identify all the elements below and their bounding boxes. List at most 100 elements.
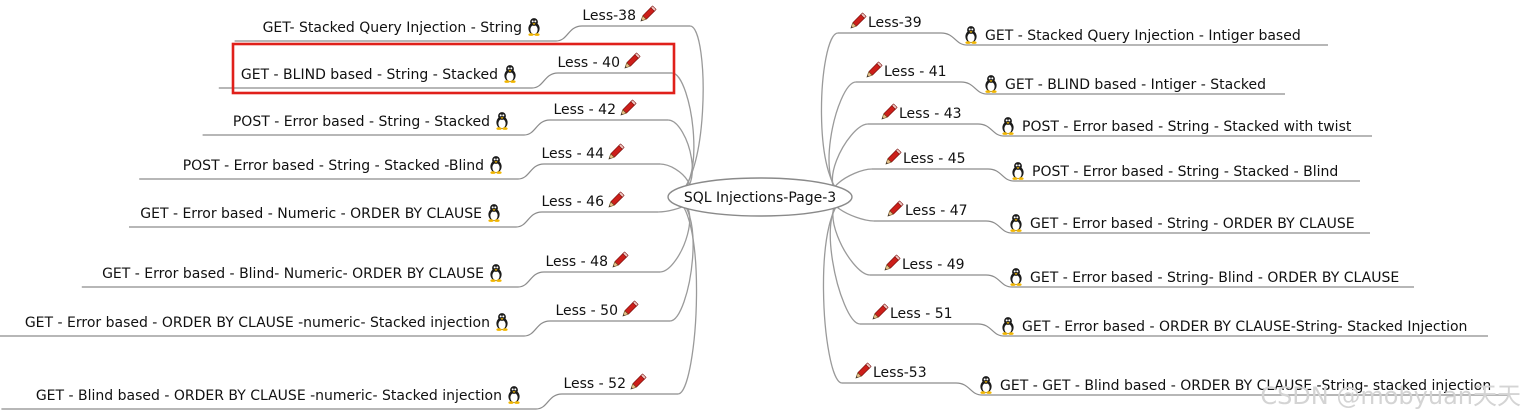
less-label: Less-39 [868,15,922,31]
topic-title: GET - Stacked Query Injection - Intiger … [985,28,1301,44]
tux-penguin-icon [496,112,508,130]
topic-title: GET - BLIND based - Intiger - Stacked [1005,77,1266,93]
pencil-icon [853,362,872,381]
underline-less-47 [874,220,1370,234]
underline-less-46 [490,211,658,228]
tux-penguin-icon [1010,268,1022,286]
pencil-icon [864,61,883,80]
branch-less-41[interactable]: Less - 41 GET - BLIND based - Intiger - S… [864,61,1266,93]
pencil-icon [606,191,625,210]
branch-less-42[interactable]: Less - 42 POST - Error based - String - S… [233,99,637,130]
pencil-icon [883,148,902,167]
tux-penguin-icon [985,75,997,93]
topic-title: GET - Error based - Numeric - ORDER BY C… [140,206,482,222]
topic-title: GET - BLIND based - String - Stacked [241,67,498,83]
tux-penguin-icon [488,204,500,222]
topic-title: GET - Error based - ORDER BY CLAUSE -num… [25,315,490,331]
less-label: Less - 43 [899,106,962,122]
tux-penguin-icon [490,264,502,282]
pencil-icon [882,254,901,273]
branch-less-47[interactable]: Less - 47 GET - Error based - String - OR… [885,200,1355,232]
less-label: Less - 44 [541,146,604,162]
pencil-icon [885,200,904,219]
topic-title: GET - Error based - String- Blind - ORDE… [1030,270,1399,286]
branch-less-44[interactable]: Less - 44 POST - Error based - String - S… [183,143,625,174]
less-label: Less - 51 [890,306,953,322]
topic-title: GET - Error based - String - ORDER BY CL… [1030,216,1355,232]
less-label: Less - 46 [541,194,604,210]
pencil-icon [879,103,898,122]
tux-penguin-icon [528,18,540,36]
pencil-icon [870,303,889,322]
pencil-icon [848,12,867,31]
pencil-icon [622,52,641,71]
less-label: Less - 48 [545,254,608,270]
tux-penguin-icon [1002,317,1014,335]
underline-less-40 [506,72,672,89]
tux-penguin-icon [980,376,992,394]
topic-title: GET - Error based - ORDER BY CLAUSE-Stri… [1022,319,1467,335]
root-label: SQL Injections-Page-3 [684,190,836,206]
branch-less-48[interactable]: Less - 48 GET - Error based - Blind- Nume… [102,251,629,282]
tux-penguin-icon [496,313,508,331]
watermark: CSDN @mobyuan天天 [1260,382,1521,410]
underline-less-50 [498,320,670,337]
topic-title: POST - Error based - String - Stacked wi… [1022,119,1352,135]
underline-less-39 [838,32,1328,46]
topic-title: GET - Error based - Blind- Numeric- ORDE… [102,266,484,282]
underline-less-38 [530,25,690,42]
less-label: Less - 50 [555,303,618,319]
tux-penguin-icon [1010,214,1022,232]
pencil-icon [618,99,637,118]
pencil-icon [628,373,647,392]
connector-less-43 [831,123,869,198]
branch-less-45[interactable]: Less - 45 POST - Error based - String - S… [883,148,1338,180]
branch-less-50[interactable]: Less - 50 GET - Error based - ORDER BY CL… [25,300,639,331]
branch-less-46[interactable]: Less - 46 GET - Error based - Numeric - O… [140,191,625,222]
topic-title: POST - Error based - String - Stacked -B… [183,158,484,174]
connector-less-51 [829,196,861,325]
tux-penguin-icon [1002,117,1014,135]
branch-less-40[interactable]: Less - 40 GET - BLIND based - String - St… [241,52,641,83]
pencil-icon [610,251,629,270]
less-label: Less - 45 [903,151,966,167]
less-label: Less - 42 [553,102,616,118]
less-label: Less - 52 [563,376,626,392]
tux-penguin-icon [965,26,977,44]
topic-title: POST - Error based - String - Stacked - … [1032,164,1338,180]
connector-less-53 [822,196,851,384]
root-node[interactable]: SQL Injections-Page-3 [667,177,853,217]
underline-less-51 [860,323,1488,337]
pencil-icon [620,300,639,319]
underline-less-44 [492,163,660,180]
branch-less-51[interactable]: Less - 51 GET - Error based - ORDER BY CL… [870,303,1467,335]
tux-penguin-icon [490,156,502,174]
underline-less-48 [492,271,660,288]
underline-less-41 [856,81,1285,95]
branch-less-43[interactable]: Less - 43 POST - Error based - String - S… [879,103,1352,135]
connector-less-50 [669,196,694,322]
tux-penguin-icon [504,65,516,83]
pencil-icon [606,143,625,162]
branch-less-52[interactable]: Less - 52 GET - Blind based - ORDER BY CL… [36,373,647,404]
topic-title: GET - GET - Blind based - ORDER BY CLAUS… [1000,378,1491,394]
topic-title: POST - Error based - String - Stacked [233,114,490,130]
underline-less-43 [868,123,1372,137]
underline-less-52 [510,393,678,410]
less-label: Less - 41 [884,64,947,80]
topic-title: GET - Blind based - ORDER BY CLAUSE -num… [36,388,502,404]
pencil-icon [638,5,657,24]
less-label: Less - 40 [557,55,620,71]
less-label: Less-53 [873,365,927,381]
underline-less-45 [872,168,1360,182]
label-underlines [0,25,1510,410]
topic-title: GET- Stacked Query Injection - String [263,20,522,36]
underline-less-49 [870,274,1414,288]
less-label: Less - 47 [905,203,968,219]
underline-less-42 [498,119,668,136]
